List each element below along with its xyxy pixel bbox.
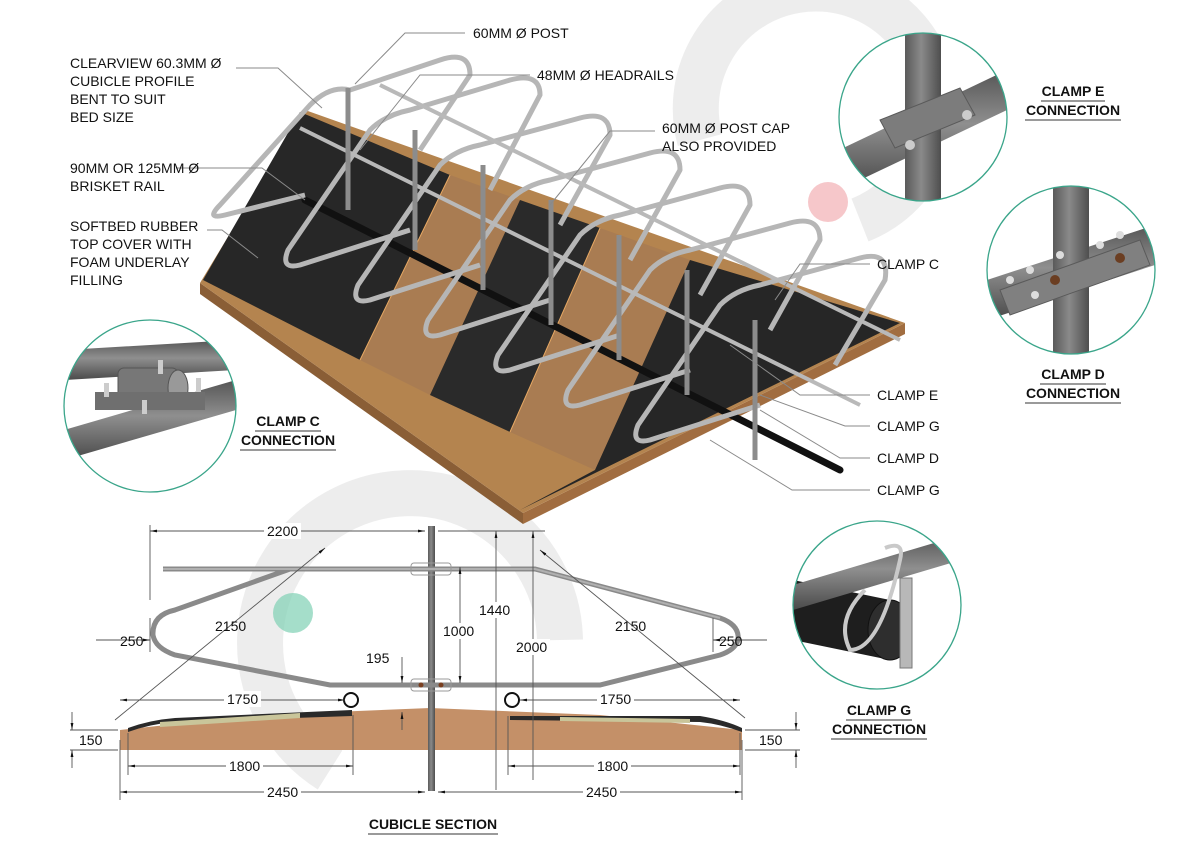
caption-clamp-e: CLAMP E CONNECTION [1020, 83, 1126, 121]
dim-bed-right: 1800 [594, 758, 632, 774]
section-post [428, 526, 435, 791]
callout-post-cap: 60MM Ø POST CAP ALSO PROVIDED [662, 120, 791, 154]
dim-bed-left: 1800 [226, 758, 264, 774]
isometric-posts [345, 88, 758, 460]
dim-diag-right: 2150 [615, 618, 647, 634]
dim-overall-left: 2450 [264, 784, 302, 800]
dim-end-right: 250 [719, 633, 743, 649]
caption-clamp-c: CLAMP C CONNECTION [235, 413, 341, 451]
dim-lower-right: 1750 [597, 691, 635, 707]
callout-brisket-rail: 90MM OR 125MM Ø BRISKET RAIL [70, 160, 200, 194]
callout-cubicle-profile: CLEARVIEW 60.3MM Ø CUBICLE PROFILE BENT … [70, 55, 222, 125]
dim-post-offset: 195 [366, 650, 390, 666]
caption-clamp-g: CLAMP G CONNECTION [826, 702, 932, 740]
dim-end-left: 250 [120, 633, 144, 649]
watermark-dot-red [808, 182, 848, 222]
dim-lower-left: 1750 [224, 691, 262, 707]
isometric-bed [200, 110, 905, 524]
isometric-headrail [299, 83, 901, 407]
dim-bed-thick-left: 150 [79, 732, 103, 748]
dim-diag-left: 2150 [215, 618, 247, 634]
dim-overall-right: 2450 [583, 784, 621, 800]
callout-clamp-e: CLAMP E [877, 387, 939, 403]
callout-headrails: 48MM Ø HEADRAILS [537, 67, 674, 83]
callout-clamp-g-upper: CLAMP G [877, 418, 940, 434]
callout-clamp-d: CLAMP D [877, 450, 939, 466]
detail-view-clamp-e [838, 32, 1008, 202]
detail-view-clamp-g [792, 520, 962, 690]
dim-top-length: 2200 [264, 523, 302, 539]
callout-clamp-g-lower: CLAMP G [877, 482, 940, 498]
dim-overall-height: 1440 [476, 602, 514, 618]
callout-post: 60MM Ø POST [473, 25, 569, 41]
detail-view-clamp-d [986, 185, 1156, 355]
dim-cap-height: 2000 [513, 639, 551, 655]
cubicle-section [120, 526, 742, 791]
leader-lines [176, 32, 870, 491]
callout-softbed: SOFTBED RUBBER TOP COVER WITH FOAM UNDER… [70, 218, 199, 288]
detail-view-clamp-c [63, 319, 237, 493]
isometric-cubicle-loops [211, 54, 889, 444]
section-title: CUBICLE SECTION [362, 816, 504, 835]
caption-clamp-d: CLAMP D CONNECTION [1020, 366, 1126, 404]
dim-bed-thick-right: 150 [759, 732, 783, 748]
callout-clamp-c: CLAMP C [877, 256, 939, 272]
dim-rail-spacing: 1000 [440, 623, 478, 639]
watermark-dot-green [273, 593, 313, 633]
